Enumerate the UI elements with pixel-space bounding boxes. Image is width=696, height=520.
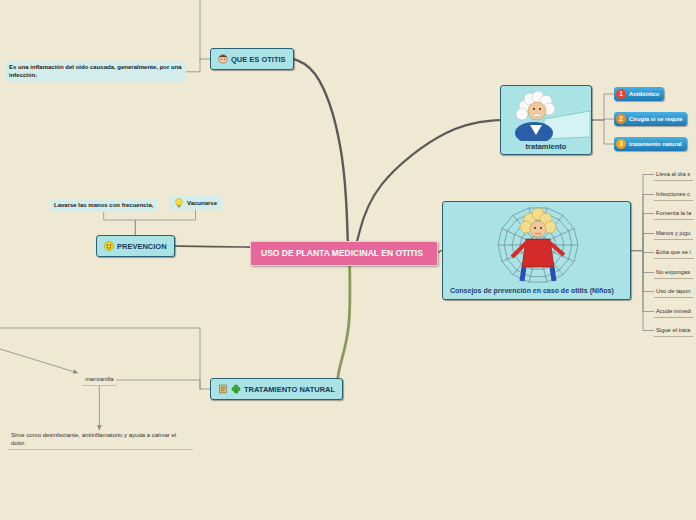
node-label: Manos y jugu bbox=[656, 230, 690, 236]
list-item: Sigue el trata bbox=[654, 324, 693, 337]
node-label: Infecciones c bbox=[656, 191, 690, 197]
picture-topic: Consejos de prevención en caso de otitis… bbox=[442, 201, 631, 300]
list-item: No expongas bbox=[654, 266, 693, 279]
node-label: QUE ES OTITIS bbox=[231, 55, 286, 64]
connector bbox=[592, 94, 614, 120]
callout-number: 1 bbox=[616, 89, 626, 99]
connector bbox=[631, 251, 654, 331]
subtopic-box: Lavarse las manos con frecuencia, bbox=[50, 200, 157, 212]
clover-icon bbox=[231, 384, 241, 394]
node-label: Cirugía si se requie bbox=[629, 116, 682, 122]
scroll-icon bbox=[218, 384, 228, 394]
node-label: Vacunarse bbox=[187, 200, 217, 206]
list-item: Manos y jugu bbox=[654, 227, 693, 240]
node-label: manzanilla bbox=[85, 376, 114, 382]
connector bbox=[186, 59, 210, 72]
list-item: Evita que se i bbox=[654, 246, 694, 259]
connector bbox=[117, 380, 210, 389]
node-label: tratamiento bbox=[504, 141, 588, 151]
offscreen-branch bbox=[200, 0, 201, 60]
connector bbox=[175, 246, 250, 247]
connector bbox=[631, 214, 654, 251]
node-label: PREVENCION bbox=[117, 242, 167, 251]
connector bbox=[631, 175, 654, 251]
numbered-item: 1Antibiótico bbox=[614, 87, 664, 101]
node-label: Lleva al día s bbox=[656, 171, 690, 177]
node-label: Sigue el trata bbox=[656, 327, 690, 333]
connector bbox=[631, 251, 654, 292]
topic-box: PREVENCION bbox=[96, 235, 175, 257]
connector bbox=[592, 120, 614, 144]
list-item: Fomenta la la bbox=[654, 207, 694, 220]
bulb-icon bbox=[174, 198, 184, 208]
central-topic: USO DE PLANTA MEDICINAL EN OTITIS bbox=[250, 241, 438, 266]
node-label: Acude inmedi bbox=[656, 308, 691, 314]
node-label: Es una inflamación del oído causada, gen… bbox=[9, 64, 182, 78]
picture-topic: tratamiento bbox=[500, 85, 592, 155]
numbered-item: 2Cirugía si se requie bbox=[614, 112, 687, 126]
subtopic-label: manzanilla bbox=[82, 374, 117, 386]
node-label: Uso de tapon bbox=[656, 288, 690, 294]
subtopic-box: Vacunarse bbox=[170, 196, 221, 210]
connector bbox=[135, 210, 195, 235]
connector bbox=[631, 195, 654, 251]
node-label: Consejos de prevención en caso de otitis… bbox=[446, 285, 627, 296]
node-label: Evita que se i bbox=[656, 249, 691, 255]
callout-number: 2 bbox=[616, 114, 626, 124]
node-label: Lavarse las manos con frecuencia, bbox=[54, 202, 153, 208]
callout-number: 3 bbox=[616, 139, 626, 149]
connector bbox=[631, 251, 654, 273]
node-label: USO DE PLANTA MEDICINAL EN OTITIS bbox=[261, 248, 423, 258]
note-box: Sirve como desinfectante, antiinflamator… bbox=[8, 430, 193, 450]
smiley-icon bbox=[104, 241, 114, 251]
numbered-item: 3tratamiento natural bbox=[614, 137, 687, 151]
list-item: Acude inmedi bbox=[654, 305, 694, 318]
list-item: Uso de tapon bbox=[654, 285, 693, 298]
einstein-illustration bbox=[504, 89, 590, 141]
note-box: Es una inflamación del oído causada, gen… bbox=[5, 62, 186, 82]
node-label: Fomenta la la bbox=[656, 210, 691, 216]
connector bbox=[338, 266, 350, 378]
node-label: Antibiótico bbox=[629, 91, 659, 97]
spider-illustration bbox=[446, 205, 629, 285]
node-label: Sirve como desinfectante, antiinflamator… bbox=[11, 432, 176, 446]
connector bbox=[99, 386, 100, 430]
connector bbox=[631, 234, 654, 251]
node-label: tratamiento natural bbox=[629, 141, 682, 147]
connector bbox=[104, 212, 136, 235]
node-label: No expongas bbox=[656, 269, 690, 275]
list-item: Lleva al día s bbox=[654, 168, 693, 181]
offscreen-arrow bbox=[0, 349, 78, 373]
topic-box: TRATAMIENTO NATURAL bbox=[210, 378, 343, 400]
connector bbox=[631, 251, 654, 312]
node-label: TRATAMIENTO NATURAL bbox=[244, 385, 335, 394]
topic-box: QUE ES OTITIS bbox=[210, 48, 294, 70]
list-item: Infecciones c bbox=[654, 188, 693, 201]
offscreen-branch bbox=[0, 328, 200, 390]
face-icon bbox=[218, 54, 228, 64]
connector bbox=[294, 59, 348, 241]
